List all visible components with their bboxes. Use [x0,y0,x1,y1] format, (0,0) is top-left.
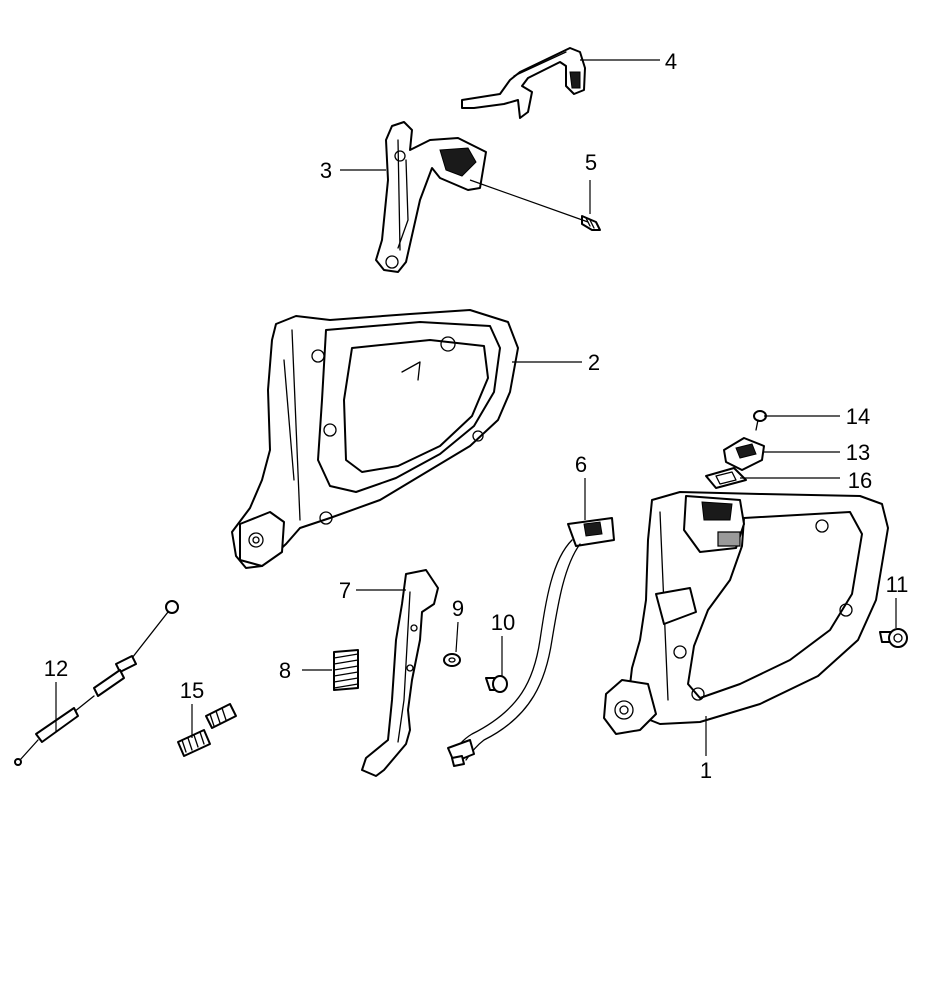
callout-8: 8 [279,658,291,683]
part-16-gasket [705,467,747,489]
leader-lines [55,59,897,756]
callout-15: 15 [180,678,204,703]
callout-7: 7 [339,578,351,603]
part-8-spring [333,649,359,691]
callout-11: 11 [886,572,909,597]
part-7-lockout-bar [361,569,439,777]
part-1-handle-housing [603,491,889,735]
callout-9: 9 [452,596,464,621]
callout-1: 1 [700,758,712,783]
part-13-switch-cover [723,437,765,471]
part-4-lever [461,47,586,119]
callout-6: 6 [575,452,587,477]
callout-10: 10 [491,610,515,635]
callout-16: 16 [848,468,872,493]
callout-12: 12 [44,656,68,681]
part-11-screw [879,628,908,648]
callout-5: 5 [585,150,597,175]
callout-14: 14 [846,404,870,429]
part-15-springs [177,703,237,757]
part-9-washer [443,653,461,667]
callout-3: 3 [320,158,332,183]
part-14-screw [753,410,767,431]
callout-13: 13 [846,440,870,465]
part-5-screw [581,215,601,231]
part-12-cable [14,600,179,766]
part-6-cable [447,517,615,767]
part-10-screw [485,675,508,693]
callout-labels: 1 2 3 4 5 6 7 8 9 10 11 12 13 14 15 16 [44,49,909,783]
callout-4: 4 [665,49,677,74]
part-3-trigger [375,121,487,273]
part-2-handle-housing [231,309,519,569]
callout-2: 2 [588,350,600,375]
